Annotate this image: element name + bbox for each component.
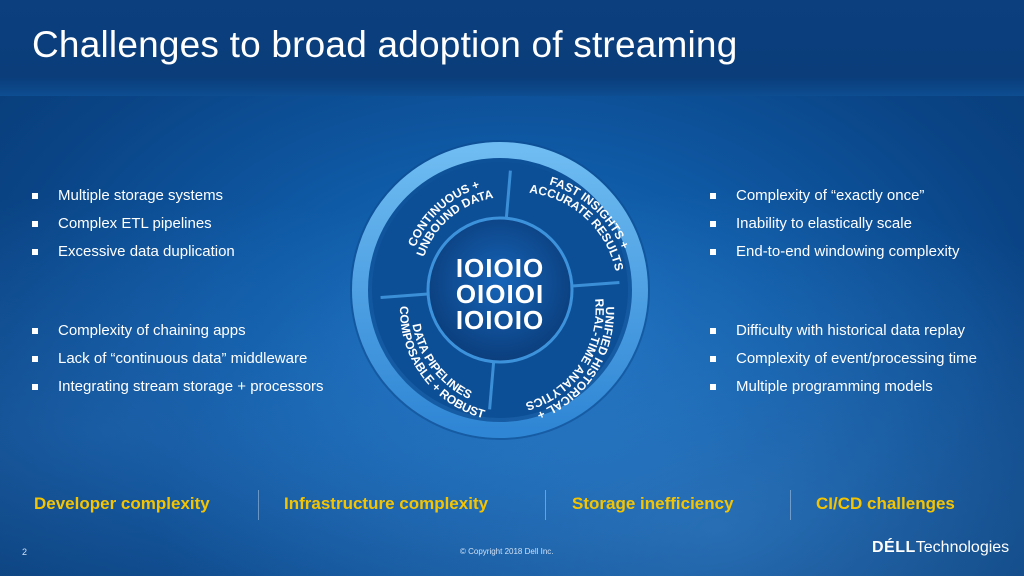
label-storage-inefficiency: Storage inefficiency xyxy=(572,494,734,513)
wheel-center xyxy=(426,216,574,364)
binary-text: IOIOIO xyxy=(456,253,544,283)
slide-title: Challenges to broad adoption of streamin… xyxy=(32,24,738,65)
wheel-outer-ring xyxy=(352,142,648,438)
list-item: Integrating stream storage + processors xyxy=(32,373,324,401)
label-infrastructure-complexity: Infrastructure complexity xyxy=(284,494,489,513)
logo-brand: DÉLL xyxy=(872,539,916,556)
binary-text: OIOIOI xyxy=(456,279,544,309)
divider xyxy=(258,490,259,520)
page-number: 2 xyxy=(22,547,28,557)
challenges-list-bottom-right: Difficulty with historical data replay C… xyxy=(710,317,977,401)
label-developer-complexity: Developer complexity xyxy=(34,494,210,513)
challenges-list-bottom-left: Complexity of chaining apps Lack of “con… xyxy=(32,317,324,401)
binary-text: IOIOIO xyxy=(456,305,544,335)
list-item: Complex ETL pipelines xyxy=(32,210,235,238)
list-item: Complexity of “exactly once” xyxy=(710,182,959,210)
list-item: Inability to elastically scale xyxy=(710,210,959,238)
list-item: Complexity of event/processing time xyxy=(710,345,977,373)
list-item: End-to-end windowing complexity xyxy=(710,238,959,266)
divider xyxy=(790,490,791,520)
list-item: Complexity of chaining apps xyxy=(32,317,324,345)
wheel-dividers xyxy=(380,170,620,410)
challenges-list-top-left: Multiple storage systems Complex ETL pip… xyxy=(32,182,235,266)
list-item: Multiple programming models xyxy=(710,373,977,401)
dell-technologies-logo: DÉLLTechnologies xyxy=(872,539,1009,557)
copyright-text: © Copyright 2018 Dell Inc. xyxy=(460,547,554,556)
list-item: Excessive data duplication xyxy=(32,238,235,266)
label-cicd-challenges: CI/CD challenges xyxy=(816,494,955,513)
list-item: Difficulty with historical data replay xyxy=(710,317,977,345)
title-bar: Challenges to broad adoption of streamin… xyxy=(0,0,1024,96)
divider xyxy=(545,490,546,520)
list-item: Lack of “continuous data” middleware xyxy=(32,345,324,373)
logo-rest: Technologies xyxy=(915,539,1010,556)
challenges-list-top-right: Complexity of “exactly once” Inability t… xyxy=(710,182,959,266)
list-item: Multiple storage systems xyxy=(32,182,235,210)
